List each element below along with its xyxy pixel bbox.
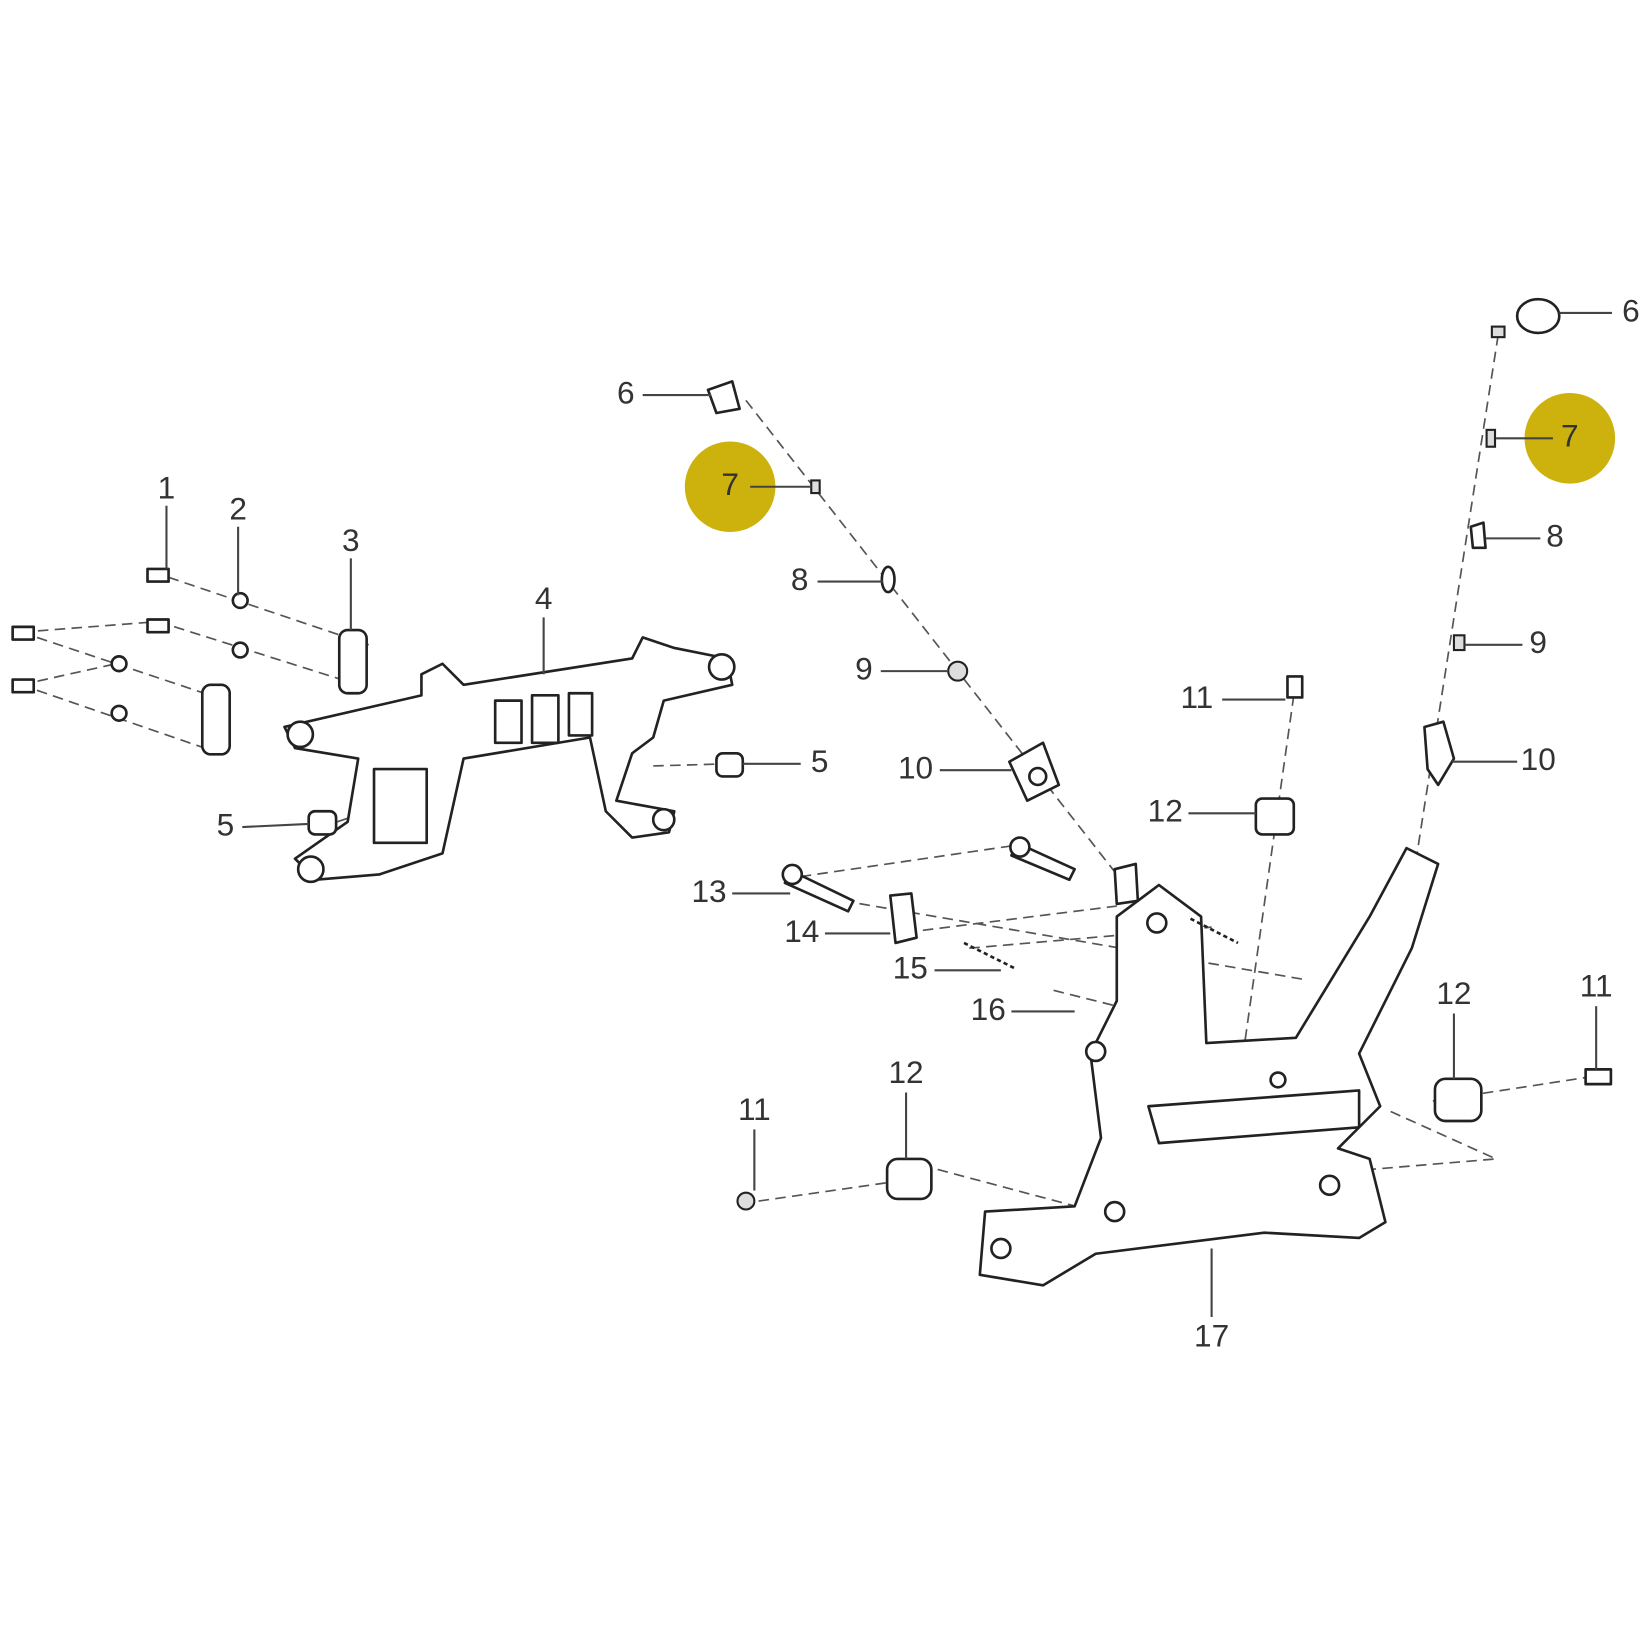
- callout-14: 14: [784, 913, 819, 949]
- callout-11: 11: [738, 1091, 771, 1127]
- callout-5: 5: [217, 806, 235, 842]
- callout-16: 16: [971, 991, 1006, 1027]
- callout-7-highlighted: 7: [721, 466, 739, 502]
- callout-2: 2: [229, 490, 247, 526]
- callout-5: 5: [811, 743, 829, 779]
- callout-10: 10: [898, 750, 933, 786]
- highlight-marker-7-right: [1524, 392, 1616, 484]
- leader-lines: [165, 311, 1612, 1317]
- callout-4: 4: [535, 580, 553, 616]
- callout-8: 8: [791, 561, 809, 597]
- callout-6: 6: [1622, 292, 1640, 328]
- callout-10: 10: [1521, 741, 1556, 777]
- fastener-stack-right: [1423, 297, 1561, 787]
- callout-7-highlighted: 7: [1561, 418, 1579, 454]
- callout-17: 17: [1194, 1317, 1229, 1353]
- callout-1: 1: [158, 469, 176, 505]
- callout-6: 6: [617, 374, 635, 410]
- part-17-subframe: [978, 846, 1440, 1287]
- fastener-stack-left: [706, 380, 1061, 803]
- part-4-crossmember: [283, 636, 736, 884]
- callout-3: 3: [342, 522, 360, 558]
- callout-labels: 1 2 3 4 5 5 6 7 8 9 10 11 12 13 14 15 16…: [158, 292, 1640, 1353]
- callout-12: 12: [1148, 793, 1183, 829]
- highlight-marker-7-left: [684, 441, 776, 533]
- callout-8: 8: [1546, 518, 1564, 554]
- callout-12: 12: [888, 1054, 923, 1090]
- callout-9: 9: [855, 650, 873, 686]
- mounting-hardware: [736, 675, 1613, 1211]
- callout-12: 12: [1436, 975, 1471, 1011]
- callout-11: 11: [1580, 968, 1613, 1004]
- callout-11: 11: [1180, 679, 1213, 715]
- small-fasteners-left: [11, 567, 745, 836]
- callout-9: 9: [1529, 624, 1547, 660]
- callout-15: 15: [893, 950, 928, 986]
- callout-13: 13: [691, 873, 726, 909]
